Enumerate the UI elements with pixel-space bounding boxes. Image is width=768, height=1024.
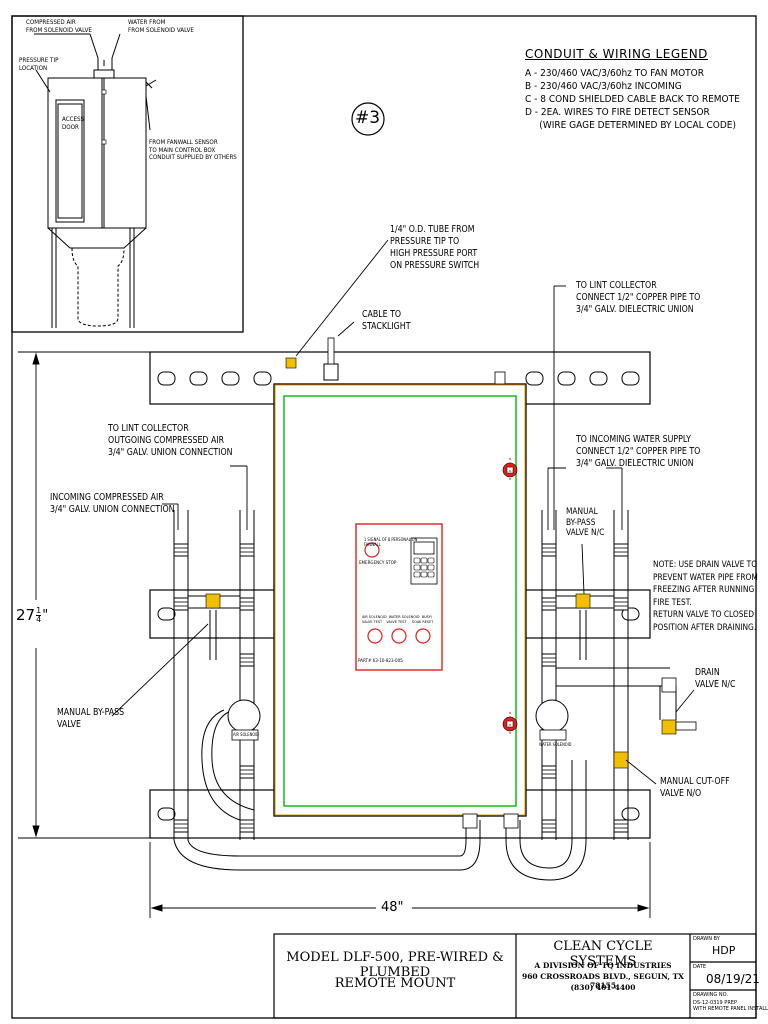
legend-item: D - 2EA. WIRES TO FIRE DETECT SENSOR (525, 107, 710, 118)
width-dimension: 48" (381, 900, 404, 915)
lint-collector-right-callout: TO LINT COLLECTOR CONNECT 1/2" COPPER PI… (576, 280, 701, 315)
panel-header: 1 SIGNAL OF 8 PERSONAL ON FANWALL (364, 537, 418, 547)
title-block-frame (273, 933, 757, 1019)
emergency-stop-label: EMERGENCY STOP (359, 561, 397, 566)
bypass-left-callout: MANUAL BY-PASS VALVE (57, 707, 125, 730)
height-unit: " (42, 607, 49, 623)
lint-collector-left-callout: TO LINT COLLECTOR OUTGOING COMPRESSED AI… (108, 423, 233, 458)
bypass-right-callout: MANUAL BY-PASS VALVE N/C (566, 507, 605, 538)
sheet-tag: #3 (355, 108, 381, 128)
leader-lines (111, 239, 695, 785)
left-piping (173, 510, 481, 871)
panel-part-number: PART# 63-10-823-005 (358, 659, 403, 664)
legend-title: CONDUIT & WIRING LEGEND (525, 47, 708, 61)
legend-item: (WIRE GAGE DETERMINED BY LOCAL CODE) (525, 120, 736, 131)
legend-item: A - 230/460 VAC/3/60hz TO FAN MOTOR (525, 68, 705, 79)
panel-button-labels: AIR SOLENOID WATER SOLENOID BUSY/ VALVE … (362, 614, 434, 624)
height-numerator: 1 (36, 605, 42, 616)
date-label: DATE (693, 964, 707, 970)
company-name: CLEAN CYCLE SYSTEMS (553, 939, 653, 969)
company-division: A DIVISION OF TQ INDUSTRIES (534, 961, 672, 970)
drain-valve-callout: DRAIN VALVE N/C (695, 667, 736, 690)
dimension-lines (18, 351, 651, 918)
date-value: 08/19/21 (706, 972, 760, 986)
tube-callout: 1/4" O.D. TUBE FROM PRESSURE TIP TO HIGH… (390, 224, 480, 271)
access-door-label: ACCESS DOOR (62, 116, 85, 131)
incoming-air-callout: INCOMING COMPRESSED AIR 3/4" GALV. UNION… (50, 492, 175, 515)
height-dimension: 27 1 4 " (16, 606, 48, 624)
drawn-by-value: HDP (712, 944, 736, 957)
panel-face (355, 523, 443, 671)
incoming-water-callout: TO INCOMING WATER SUPPLY CONNECT 1/2" CO… (576, 434, 701, 469)
height-denominator: 4 (36, 614, 42, 624)
drawing-number-label: DRAWING NO. (693, 992, 728, 998)
legend-item: B - 230/460 VAC/3/60hz INCOMING (525, 81, 682, 92)
drawing-number-value: DS-12-0319 PREP WITH REMOTE PANEL INSTAL… (693, 1000, 768, 1012)
drain-note: NOTE: USE DRAIN VALVE TO PREVENT WATER P… (653, 560, 758, 633)
water-solenoid-label: WATER SOLENOID (539, 742, 572, 747)
drawn-by-label: DRAWN BY (693, 936, 720, 942)
cable-callout: CABLE TO STACKLIGHT (362, 309, 411, 332)
water-label: WATER FROM FROM SOLENOID VALVE (128, 19, 194, 34)
company-address: 960 CROSSROADS BLVD., SEGUIN, TX 78155 (522, 972, 684, 990)
inset-box (11, 15, 244, 333)
height-whole: 27 (16, 606, 36, 624)
pressure-tip-label: PRESSURE TIP LOCATION (19, 57, 59, 72)
mount-title: REMOTE MOUNT (334, 976, 456, 991)
sheet-tag-circle (351, 102, 385, 136)
company-phone: (830) 401-4400 (570, 983, 636, 992)
cutoff-valve-callout: MANUAL CUT-OFF VALVE N/O (660, 776, 730, 799)
height-fraction: 1 4 (36, 605, 42, 624)
legend-item: C - 8 COND SHIELDED CABLE BACK TO REMOTE (525, 94, 740, 105)
model-title: MODEL DLF-500, PRE-WIRED & PLUMBED (286, 950, 504, 980)
fanwall-sensor-label: FROM FANWALL SENSOR TO MAIN CONTROL BOX … (149, 139, 237, 161)
inset-machine-drawing (34, 33, 157, 328)
air-solenoid-label: AIR SOLENOID (233, 732, 259, 737)
compressed-air-label: COMPRESSED AIR FROM SOLENOID VALVE (26, 19, 92, 34)
